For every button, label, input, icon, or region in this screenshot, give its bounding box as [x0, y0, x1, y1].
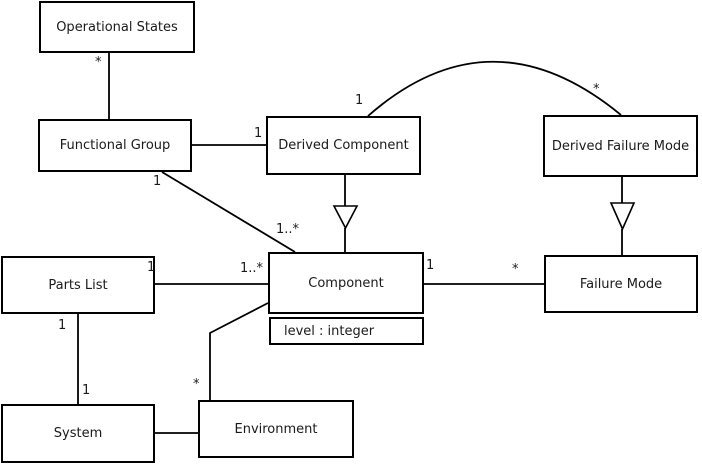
- class-environment: Environment: [198, 400, 354, 458]
- mult-funcgroup-component-1star: 1..*: [276, 222, 300, 237]
- class-environment-label: Environment: [234, 421, 318, 437]
- class-system-label: System: [53, 426, 103, 441]
- mult-component-environment-star: *: [193, 377, 200, 392]
- class-operational-states-label: Operational States: [56, 19, 178, 35]
- mult-derivedcomp-derivedfm-star: *: [593, 82, 600, 97]
- class-failure-mode-label: Failure Mode: [579, 276, 663, 292]
- mult-partslist-system-1-bottom: 1: [82, 383, 91, 398]
- class-system: System: [1, 404, 155, 463]
- class-component: Component: [268, 252, 424, 314]
- class-functional-group-label: Functional Group: [59, 138, 171, 153]
- class-parts-list: Parts List: [1, 256, 155, 314]
- edge-component-environment: [209, 302, 269, 400]
- class-derived-component-label: Derived Component: [278, 138, 409, 153]
- class-failure-mode: Failure Mode: [544, 255, 698, 313]
- mult-partslist-component-1: 1: [147, 260, 156, 275]
- class-parts-list-label: Parts List: [48, 277, 108, 293]
- mult-partslist-component-1star: 1..*: [240, 261, 264, 276]
- generalization-triangle-component: [332, 205, 359, 230]
- mult-funcgroup-component-1: 1: [153, 174, 162, 189]
- class-derived-component: Derived Component: [266, 116, 421, 175]
- class-derived-failure-mode-label: Derived Failure Mode: [551, 138, 690, 154]
- class-derived-failure-mode: Derived Failure Mode: [543, 115, 698, 177]
- edge-funcgroup-component: [161, 171, 296, 253]
- generalization-triangle-failuremode: [609, 202, 636, 231]
- mult-component-failuremode-star: *: [512, 262, 519, 277]
- class-component-label: Component: [308, 275, 384, 291]
- component-attribute-level: level : integer: [284, 323, 375, 339]
- class-component-attributes: level : integer: [269, 317, 424, 345]
- mult-opstates-funcgroup-star: *: [95, 55, 102, 70]
- mult-partslist-system-1-top: 1: [58, 318, 67, 333]
- class-operational-states: Operational States: [39, 1, 195, 53]
- class-functional-group: Functional Group: [38, 119, 192, 172]
- mult-funcgroup-derivedcomp-1: 1: [254, 126, 263, 141]
- mult-component-failuremode-1: 1: [426, 258, 435, 273]
- edge-derivedcomp-derivedfailuremode-arc: [367, 60, 622, 117]
- mult-derivedcomp-derivedfm-1: 1: [355, 93, 364, 108]
